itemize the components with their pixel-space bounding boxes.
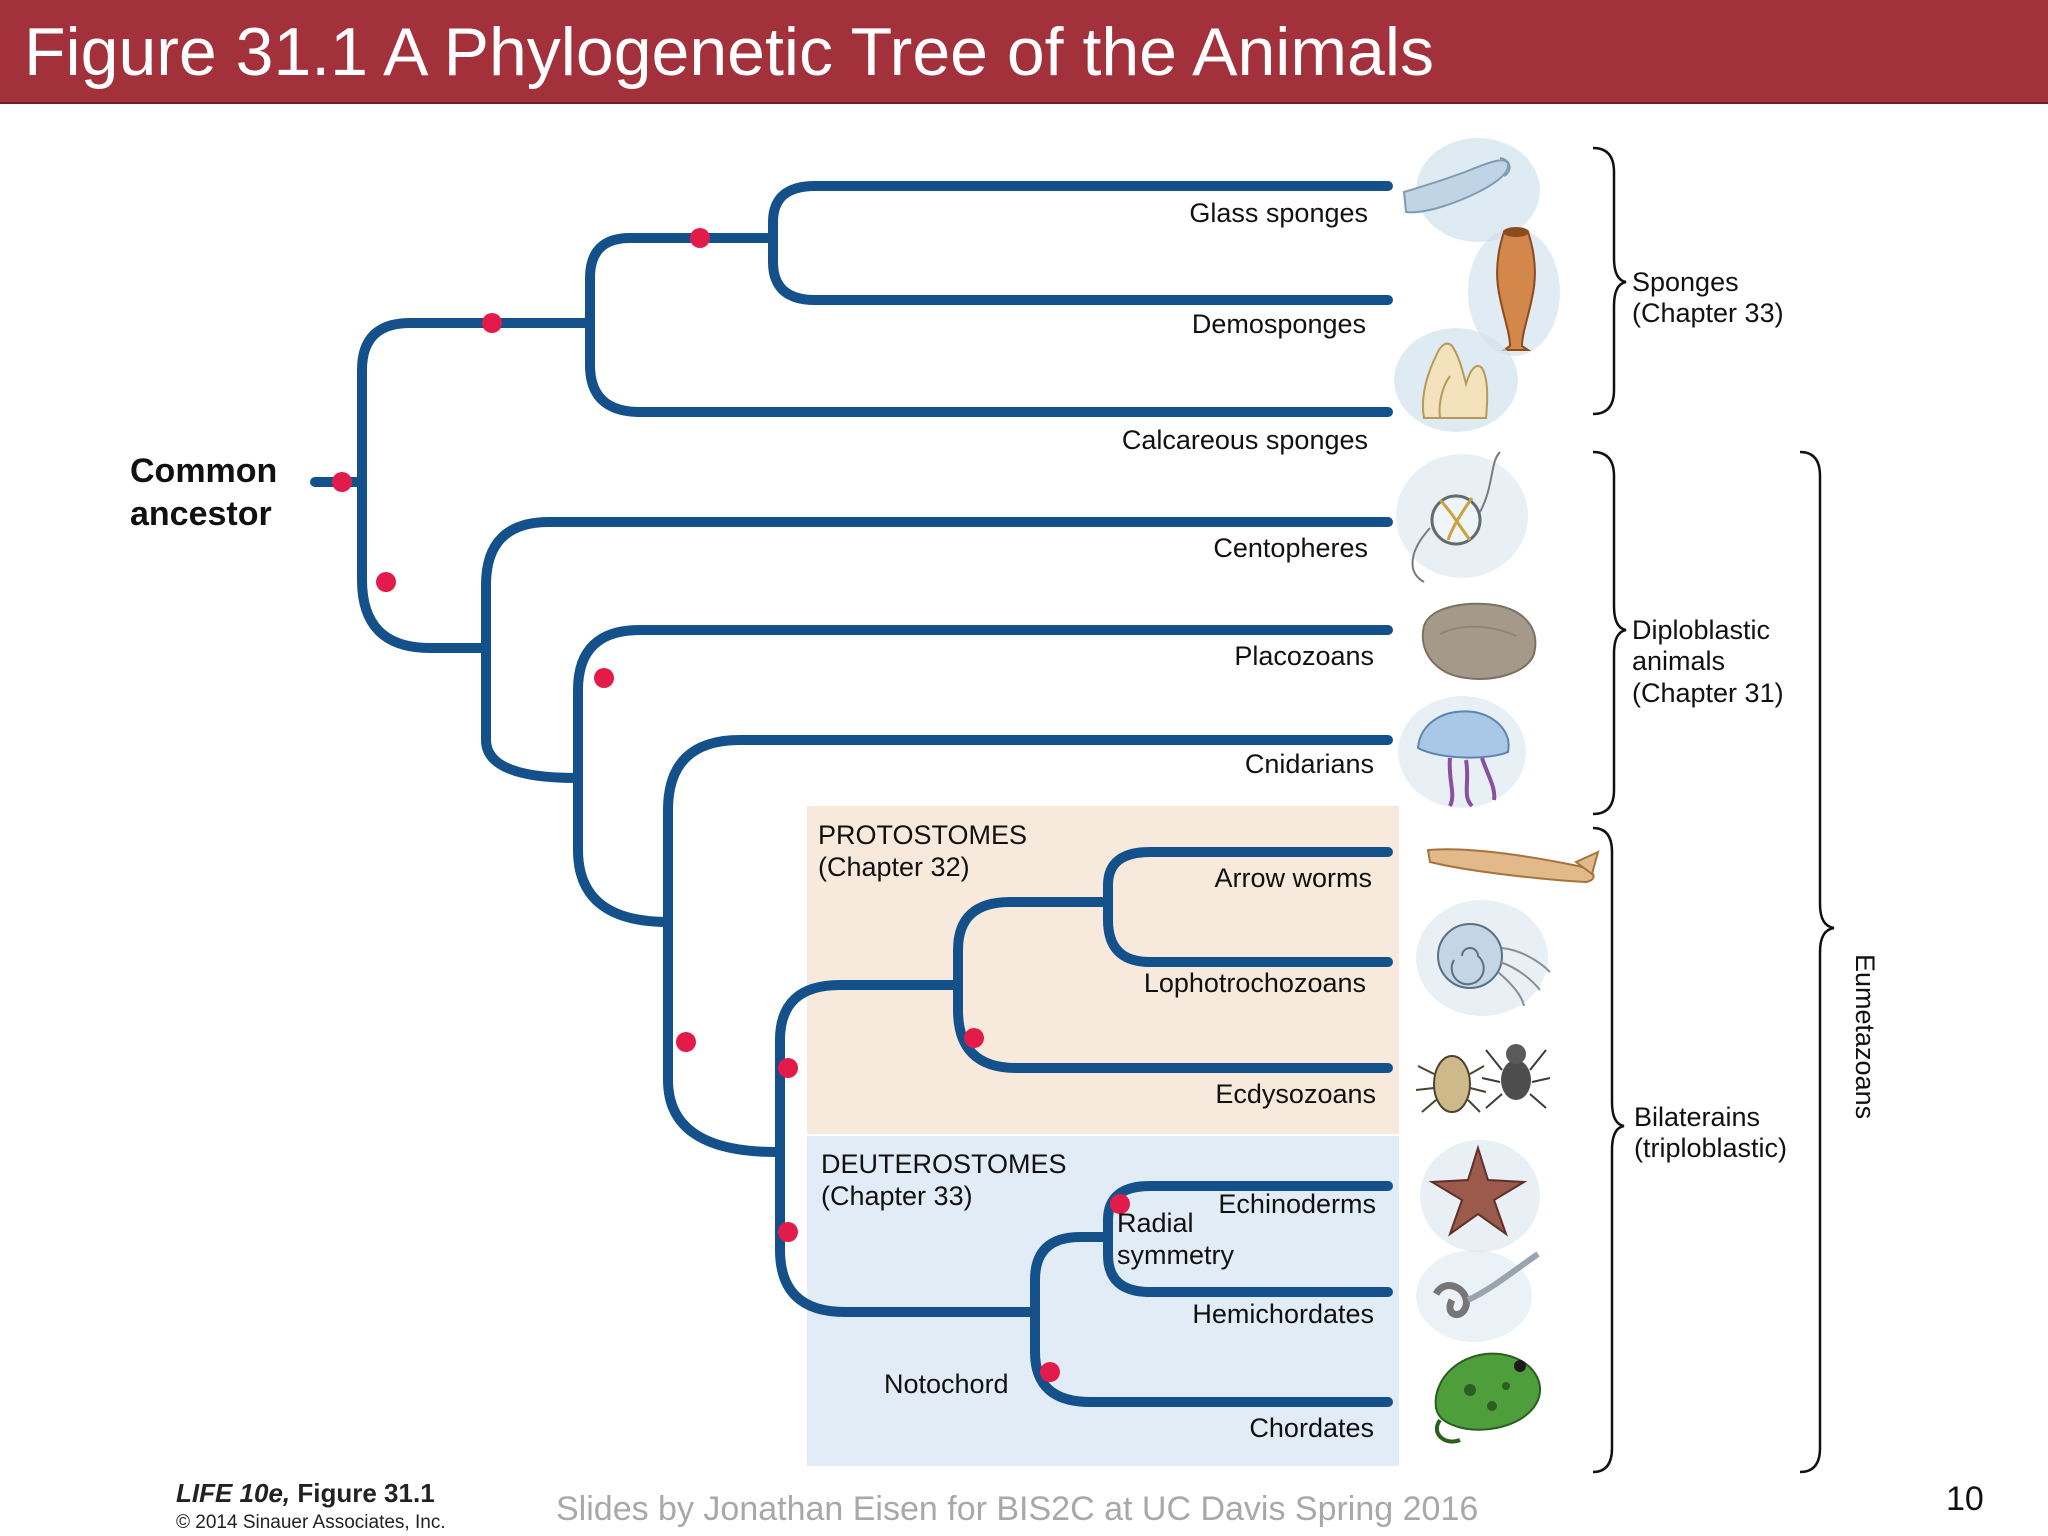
branch-chordates	[1030, 1307, 1393, 1407]
taxon-label: Lophotrochozoans	[1144, 968, 1366, 998]
branch-placozoans	[573, 625, 1393, 783]
branch-ambulacraria	[1030, 1232, 1113, 1317]
protostomes-label-line2: (Chapter 32)	[818, 852, 970, 882]
radial-symmetry-line1: Radial	[1117, 1208, 1194, 1238]
node-glass-demo	[690, 228, 710, 248]
footer-credit: LIFE 10e, Figure 31.1	[176, 1478, 435, 1508]
node-sponges	[482, 313, 502, 333]
notochord-label: Notochord	[884, 1369, 1009, 1399]
root-label-line1: Common	[130, 452, 277, 490]
branch-placozoa-rest	[481, 643, 583, 783]
bilaterians-bracket	[1592, 826, 1625, 1474]
branch-glass-sponges	[768, 181, 1393, 243]
taxon-label: Placozoans	[1234, 641, 1374, 671]
sponges-label-line1: Sponges	[1632, 267, 1739, 297]
node-cnidaria	[676, 1032, 696, 1052]
branch-hemichordates	[1103, 1232, 1393, 1297]
footer-figure: Figure 31.1	[297, 1478, 435, 1508]
arrow-worm-icon	[1426, 848, 1600, 884]
footer-copyright: © 2014 Sinauer Associates, Inc.	[176, 1512, 446, 1533]
sponges-bracket	[1592, 146, 1627, 416]
glass-sponge-icon	[1402, 138, 1540, 242]
branch-protostomes	[775, 980, 963, 1157]
acorn-worm-icon	[1416, 1250, 1540, 1342]
node-bilateria	[778, 1058, 798, 1078]
taxon-label: Ecdysozoans	[1215, 1079, 1376, 1109]
diploblastic-label-line2: animals	[1632, 646, 1725, 676]
diploblastic-label-line3: (Chapter 31)	[1632, 678, 1784, 708]
beetle-spider-icon	[1415, 1044, 1551, 1113]
tree-branches	[310, 181, 1393, 1407]
taxon-label: Centopheres	[1213, 533, 1368, 563]
branch-ctenophores	[481, 517, 1393, 653]
footer-book: LIFE 10e,	[176, 1478, 291, 1508]
frog-icon	[1434, 1352, 1541, 1444]
demosponge-icon	[1468, 227, 1560, 356]
taxon-label: Hemichordates	[1192, 1299, 1374, 1329]
placozoan-icon	[1421, 602, 1537, 680]
tree-nodes	[332, 228, 1130, 1382]
taxon-label: Chordates	[1249, 1413, 1374, 1443]
root-label-line2: ancestor	[130, 495, 272, 533]
node-notochord	[1040, 1362, 1060, 1382]
radial-symmetry-line2: symmetry	[1117, 1240, 1234, 1270]
node-root	[332, 472, 352, 492]
branch-eumetazoa	[357, 477, 491, 653]
organism-icons	[1394, 138, 1600, 1444]
node-eumetazoa	[376, 572, 396, 592]
protostomes-box	[807, 806, 1399, 1134]
eumetazoans-label: Eumetazoans	[1850, 954, 1880, 1119]
bilaterians-label-line1: Bilaterains	[1634, 1102, 1760, 1132]
sponges-label-line2: (Chapter 33)	[1632, 298, 1784, 328]
node-radial-symmetry	[1110, 1194, 1130, 1214]
taxon-label: Echinoderms	[1218, 1189, 1376, 1219]
branch-arrow-worms	[1103, 847, 1393, 907]
branch-arrow-loph-clade	[953, 897, 1113, 990]
protostomes-label-line1: PROTOSTOMES	[818, 820, 1027, 850]
node-ecdysozoa	[964, 1028, 984, 1048]
deuterostomes-label-line2: (Chapter 33)	[821, 1181, 973, 1211]
branch-bilateria	[663, 917, 785, 1157]
group-brackets	[1592, 146, 1835, 1474]
diploblastic-bracket	[1592, 450, 1627, 816]
jellyfish-icon	[1398, 696, 1526, 808]
branch-sponge-clade	[357, 318, 595, 487]
footer-slides-credit: Slides by Jonathan Eisen for BIS2C at UC…	[556, 1490, 1479, 1528]
ctenophore-icon	[1396, 451, 1528, 583]
taxon-label: Arrow worms	[1214, 863, 1372, 893]
branch-cnidarians	[663, 735, 1393, 927]
taxon-label: Demosponges	[1192, 309, 1366, 339]
sea-star-icon	[1420, 1140, 1540, 1252]
page-number: 10	[1946, 1480, 1984, 1518]
calcareous-sponge-icon	[1394, 328, 1518, 432]
eumetazoans-bracket	[1799, 450, 1835, 1474]
bilaterians-label-line2: (triploblastic)	[1634, 1133, 1787, 1163]
diploblastic-label-line1: Diploblastic	[1632, 615, 1770, 645]
node-deuterostomes	[778, 1222, 798, 1242]
title-bar: Figure 31.1 A Phylogenetic Tree of the A…	[0, 0, 2048, 104]
slide-title: Figure 31.1 A Phylogenetic Tree of the A…	[24, 14, 1434, 90]
taxon-label: Calcareous sponges	[1122, 425, 1368, 455]
taxon-labels: Glass sponges Demosponges Calcareous spo…	[1122, 198, 1376, 1443]
branch-cnidaria-rest	[573, 773, 673, 927]
branch-calcareous	[585, 318, 1393, 417]
nautilus-icon	[1416, 900, 1551, 1016]
branch-demosponges	[768, 233, 1393, 305]
branch-glass-demo-clade	[585, 233, 778, 328]
taxon-label: Cnidarians	[1245, 749, 1374, 779]
branch-deuterostomes	[775, 1147, 1040, 1317]
node-placozoa	[594, 668, 614, 688]
deuterostomes-label-line1: DEUTEROSTOMES	[821, 1149, 1067, 1179]
branch-lophotrochozoans	[1103, 897, 1393, 967]
branch-ecdysozoans	[953, 980, 1393, 1073]
taxon-label: Glass sponges	[1189, 198, 1368, 228]
